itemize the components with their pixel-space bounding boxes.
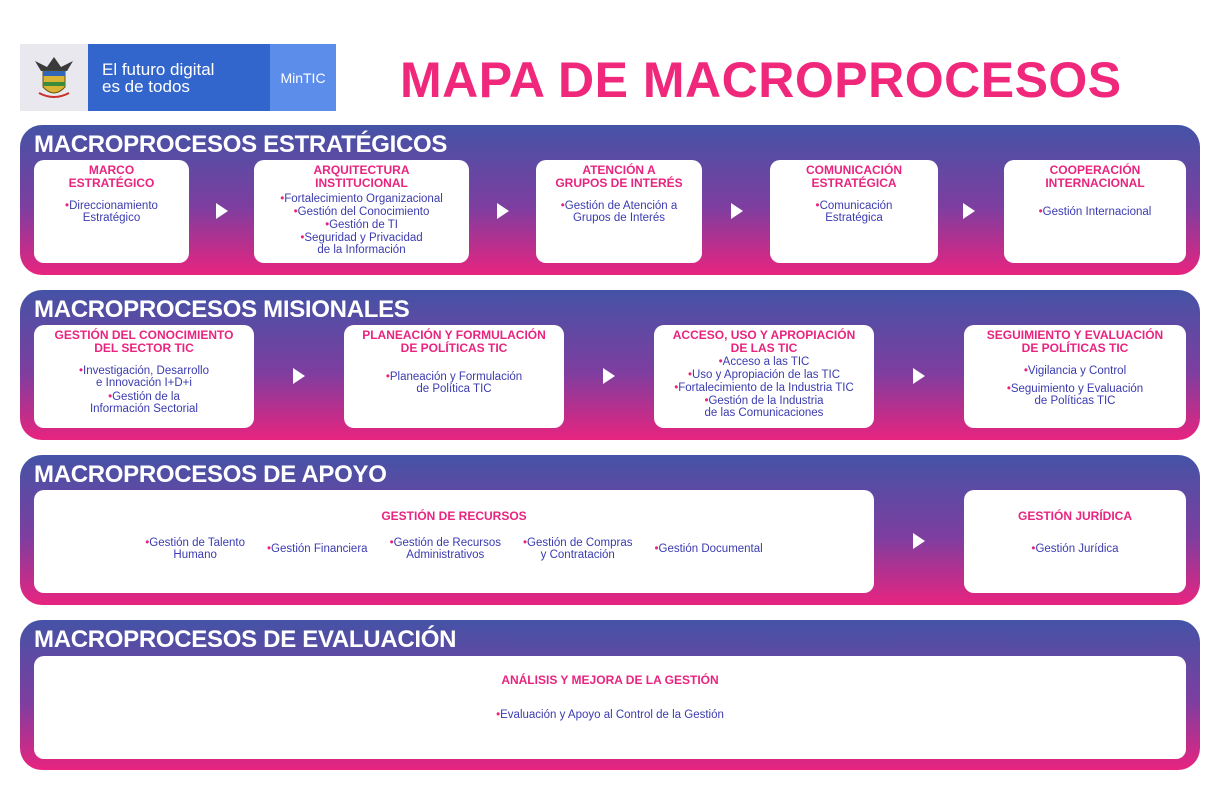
band-title: MACROPROCESOS DE APOYO: [34, 461, 387, 488]
band-misionales: MACROPROCESOS MISIONALES GESTIÓN DEL CON…: [20, 290, 1200, 440]
box-atencion-grupos: ATENCIÓN A GRUPOS DE INTERÉS Gestión de …: [536, 160, 702, 263]
process-item: Vigilancia y Control: [1024, 365, 1126, 377]
box-cooperacion-internacional: COOPERACIÓN INTERNACIONAL Gestión Intern…: [1004, 160, 1186, 263]
brand-line-1: El futuro digital: [102, 59, 215, 79]
box-title: ATENCIÓN A GRUPOS DE INTERÉS: [555, 163, 683, 190]
process-item: Uso y Apropiación de las TIC: [688, 369, 840, 381]
band-apoyo: MACROPROCESOS DE APOYO GESTIÓN DE RECURS…: [20, 455, 1200, 605]
mintic-badge: MinTIC: [270, 44, 336, 111]
process-item: Acceso a las TIC: [719, 356, 810, 368]
box-title: ANÁLISIS Y MEJORA DE LA GESTIÓN: [501, 673, 719, 687]
box-title: PLANEACIÓN Y FORMULACIÓN DE POLÍTICAS TI…: [362, 328, 546, 355]
box-title: MARCO ESTRATÉGICO: [68, 163, 155, 190]
recursos-items: Gestión de Talento Humano Gestión Financ…: [145, 537, 762, 561]
process-item: Gestión de TI: [325, 219, 398, 231]
box-seguimiento-evaluacion: SEGUIMIENTO Y EVALUACIÓN DE POLÍTICAS TI…: [964, 325, 1186, 428]
box-comunicacion-estrategica: COMUNICACIÓN ESTRATÉGICA Comunicación Es…: [770, 160, 938, 263]
band-title: MACROPROCESOS MISIONALES: [34, 296, 410, 323]
box-gestion-recursos: GESTIÓN DE RECURSOS Gestión de Talento H…: [34, 490, 874, 593]
process-item: Gestión Financiera: [267, 537, 368, 561]
arrow-icon: [293, 368, 305, 384]
process-item: Seguimiento y Evaluación de Políticas TI…: [1007, 383, 1143, 407]
box-title: GESTIÓN DEL CONOCIMIENTO DEL SECTOR TIC: [54, 328, 234, 355]
box-marco-estrategico: MARCO ESTRATÉGICO Direccionamiento Estra…: [34, 160, 189, 263]
process-item: Comunicación Estratégica: [816, 200, 893, 224]
arrow-icon: [497, 203, 509, 219]
arrow-icon: [731, 203, 743, 219]
process-item: Gestión del Conocimiento: [294, 206, 430, 218]
box-analisis-mejora: ANÁLISIS Y MEJORA DE LA GESTIÓN Evaluaci…: [34, 656, 1186, 759]
process-item: Evaluación y Apoyo al Control de la Gest…: [496, 709, 724, 721]
process-item: Gestión Jurídica: [1031, 543, 1118, 555]
box-title: GESTIÓN DE RECURSOS: [381, 509, 527, 523]
arrow-icon: [216, 203, 228, 219]
process-item: Direccionamiento Estratégico: [65, 200, 158, 224]
box-gestion-conocimiento-sector: GESTIÓN DEL CONOCIMIENTO DEL SECTOR TIC …: [34, 325, 254, 428]
band-title: MACROPROCESOS DE EVALUACIÓN: [34, 626, 457, 653]
coat-of-arms-icon: [20, 44, 88, 111]
process-item: Gestión de Compras y Contratación: [523, 537, 632, 561]
box-title: ARQUITECTURA INSTITUCIONAL: [313, 163, 410, 190]
process-item: Gestión de Talento Humano: [145, 537, 245, 561]
brand-slogan: El futuro digital es de todos: [88, 44, 270, 111]
box-acceso-uso-apropiacion: ACCESO, USO Y APROPIACIÓN DE LAS TIC Acc…: [654, 325, 874, 428]
band-title: MACROPROCESOS ESTRATÉGICOS: [34, 131, 448, 158]
arrow-icon: [963, 203, 975, 219]
mintic-logo: El futuro digital es de todos MinTIC: [20, 44, 336, 111]
box-title: COOPERACIÓN INTERNACIONAL: [1045, 163, 1145, 190]
arrow-icon: [603, 368, 615, 384]
page-title: MAPA DE MACROPROCESOS: [400, 52, 1122, 108]
process-item: Seguridad y Privacidad de la Información: [300, 232, 422, 256]
process-item: Gestión de Recursos Administrativos: [390, 537, 501, 561]
band-estrategicos: MACROPROCESOS ESTRATÉGICOS MARCO ESTRATÉ…: [20, 125, 1200, 275]
process-item: Gestión Documental: [654, 537, 763, 561]
box-title: ACCESO, USO Y APROPIACIÓN DE LAS TIC: [672, 328, 856, 355]
process-item: Gestión de Atención a Grupos de Interés: [561, 200, 678, 224]
brand-line-2: es de todos: [102, 76, 190, 96]
process-item: Gestión de la Industria de las Comunicac…: [704, 395, 824, 419]
process-item: Fortalecimiento de la Industria TIC: [674, 382, 854, 394]
process-item: Planeación y Formulación de Política TIC: [386, 371, 522, 395]
process-item: Gestión de la Información Sectorial: [90, 391, 198, 415]
box-title: COMUNICACIÓN ESTRATÉGICA: [806, 163, 902, 190]
box-title: GESTIÓN JURÍDICA: [1017, 509, 1132, 523]
band-evaluacion: MACROPROCESOS DE EVALUACIÓN ANÁLISIS Y M…: [20, 620, 1200, 770]
process-item: Fortalecimiento Organizacional: [280, 193, 443, 205]
box-arquitectura-institucional: ARQUITECTURA INSTITUCIONAL Fortalecimien…: [254, 160, 469, 263]
box-planeacion-formulacion: PLANEACIÓN Y FORMULACIÓN DE POLÍTICAS TI…: [344, 325, 564, 428]
process-item: Investigación, Desarrollo e Innovación I…: [79, 365, 209, 389]
arrow-icon: [913, 368, 925, 384]
box-title: SEGUIMIENTO Y EVALUACIÓN DE POLÍTICAS TI…: [986, 328, 1164, 355]
process-item: Gestión Internacional: [1039, 206, 1152, 218]
box-gestion-juridica: GESTIÓN JURÍDICA Gestión Jurídica: [964, 490, 1186, 593]
arrow-icon: [913, 533, 925, 549]
